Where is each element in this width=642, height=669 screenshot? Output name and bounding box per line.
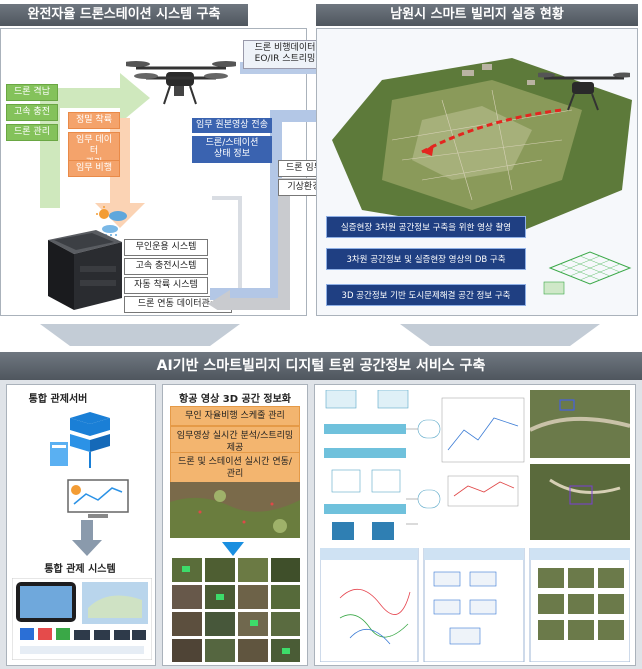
bottom-title: AI기반 스마트빌리지 디지털 트윈 공간정보 서비스 구축: [156, 358, 486, 374]
survey-step-0: 실증현장 3차원 공간정보 구축을 위한 영상 촬영: [326, 216, 526, 238]
top-left-title: 완전자율 드론스테이션 시스템 구축: [27, 7, 221, 22]
system-title: 통합 관제 시스템: [44, 564, 116, 575]
satellite-images: [530, 390, 630, 540]
aerial-photo: [170, 482, 300, 538]
drone-station-icon: [48, 230, 122, 310]
server-icon: [50, 412, 110, 468]
green-item-2: 드론 관리: [6, 124, 58, 142]
down-triangle-icon: [222, 542, 244, 556]
drone-data-label: 드론 비행데이터 EO/IR 스트리밍: [243, 40, 327, 69]
top-left-header: 완전자율 드론스테이션 시스템 구축: [0, 4, 248, 26]
analysis-panels: [320, 548, 630, 662]
3d-grid-graphic: [543, 251, 632, 295]
station-item-0: 무인운용 시스템: [124, 239, 208, 257]
survey-step-2: 3D 공간정보 기반 도시문제해결 공간 정보 구축: [326, 284, 526, 306]
orange-item-2: 임무 비행: [68, 160, 120, 178]
control-dashboard-image: [12, 578, 152, 660]
survey-drone-icon: [538, 72, 630, 111]
blue-flow-label-1: 드론/스테이션 상태 정보: [192, 136, 272, 163]
green-item-0: 드론 격납: [6, 84, 58, 102]
station-item-1: 고속 충전시스템: [124, 258, 208, 276]
down-arrow-icon: [72, 520, 102, 556]
aerial-3d-map: [332, 58, 632, 235]
top-right-header: 남원시 스마트 빌리지 실증 현황: [316, 4, 638, 26]
drone-icon: [126, 61, 236, 105]
aerial-item-0: 무인 자율비행 스케줄 관리: [170, 406, 300, 427]
survey-step-1: 3차원 공간정보 및 실증현장 영상의 DB 구축: [326, 248, 526, 270]
detection-thumbnails: [172, 558, 300, 662]
aerial-title: 항공 영상 3D 공간 정보화: [179, 394, 291, 405]
blue-flow-label-0: 임무 원본영상 전송: [192, 118, 272, 134]
aerial-item-2: 드론 및 스테이션 실시간 연동/ 관리: [170, 452, 300, 485]
ai-pipeline-diagram: [324, 390, 525, 540]
station-item-2: 자동 착륙 시스템: [124, 277, 208, 295]
green-item-1: 고속 충전: [6, 104, 58, 122]
top-right-title: 남원시 스마트 빌리지 실증 현황: [390, 7, 564, 22]
monitor-icon: [67, 479, 129, 518]
server-title: 통합 관제서버: [28, 394, 88, 405]
bottom-header: AI기반 스마트빌리지 디지털 트윈 공간정보 서비스 구축: [0, 352, 642, 380]
weather-icon: [96, 206, 127, 236]
merge-arrows: [40, 324, 600, 346]
orange-item-0: 정밀 착륙: [68, 112, 120, 130]
